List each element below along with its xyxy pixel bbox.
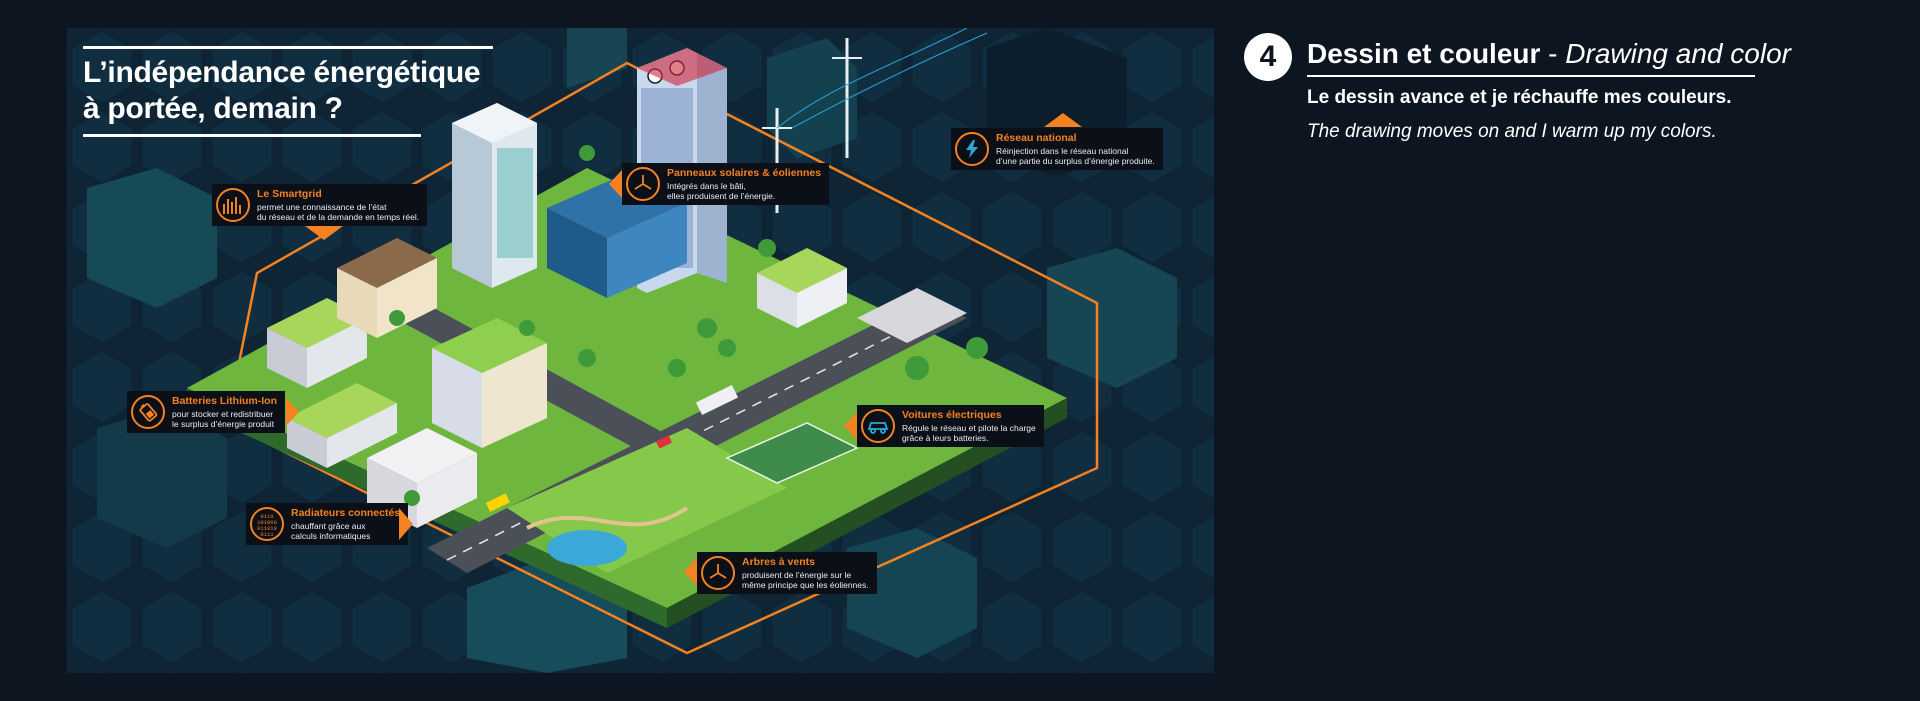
hero-title: L’indépendance énergétique à portée, dem… [83,46,493,127]
bar-chart-icon [216,188,250,222]
binary-line: 0111 [260,531,274,537]
callout-title: Réseau national [996,131,1077,144]
hero-title-line-2: à portée, demain ? [83,92,343,125]
callout-pointer [286,398,299,426]
callout-text: du réseau et de la demande en temps réel… [257,211,420,222]
callout-batteries: Batteries Lithium-Ion pour stocker et re… [127,391,286,433]
step-description-en: The drawing moves on and I warm up my co… [1307,121,1717,142]
callout-text: grâce à leurs batteries. [902,432,989,443]
callout-text: produisent de l’énergie sur le [742,569,852,580]
callout-text: pour stocker et redistribuer [172,408,274,419]
wind-turbine-icon [626,167,660,201]
callout-title: Panneaux solaires & éoliennes [667,166,822,179]
callout-pointer [305,226,343,240]
step-divider [1307,75,1755,77]
callout-title: Radiateurs connectés [291,506,401,519]
electric-car-icon [861,409,895,443]
callout-text: Régule le réseau et pilote la charge [902,422,1036,433]
binary-code-icon: 0110 101000 011010 0111 [250,507,284,541]
callout-electric-cars: Voitures électriques Régule le réseau et… [857,405,1044,447]
callout-smartgrid: Le Smartgrid permet une connaissance de … [212,184,428,226]
binary-line: 101000 [257,519,277,526]
callout-title: Voitures électriques [902,408,1002,421]
callout-national-grid: Réseau national Réinjection dans le rése… [951,128,1163,170]
callout-text: calculs informatiques [291,530,371,541]
callout-text: le surplus d’énergie produit [172,418,275,429]
callout-pointer [609,170,622,198]
callout-pointer [684,558,697,586]
callout-solar-wind: Panneaux solaires & éoliennes Intégrés d… [622,163,830,205]
battery-icon [131,395,165,429]
callout-text: chauffant grâce aux [291,520,366,531]
step-number-badge: 4 [1244,33,1292,81]
callout-title: Arbres à vents [742,555,815,568]
hero-title-line-1: L’indépendance énergétique [83,56,481,89]
step-title-separator: - [1540,38,1566,69]
hero-underline [83,134,421,137]
callout-pointer [844,412,857,440]
callout-title: Batteries Lithium-Ion [172,394,278,407]
step-heading: Dessin et couleur - Drawing and color [1307,37,1791,71]
callout-text: même principe que les éoliennes. [742,579,869,590]
binary-line: 011010 [257,525,277,532]
wind-turbine-icon [701,556,735,590]
step-title-fr: Dessin et couleur [1307,38,1541,69]
binary-line: 0110 [260,513,273,520]
callout-text: permet une connaissance de l’état [257,201,387,212]
callout-text: Réinjection dans le réseau national [996,145,1129,156]
callout-pointer [1044,113,1082,127]
callout-text: d’une partie du surplus d’énergie produi… [996,155,1155,166]
step-description-fr: Le dessin avance et je réchauffe mes cou… [1307,87,1732,108]
step-title-en: Drawing and color [1565,38,1791,69]
callout-text: elles produisent de l’énergie. [667,190,776,201]
callout-wind-trees: Arbres à vents produisent de l’énergie s… [697,552,877,594]
callout-connected-radiators: 0110 101000 011010 0111 Radiateurs conne… [246,503,409,545]
callout-pointer [399,508,413,540]
lightning-icon [955,132,989,166]
callout-text: Intégrés dans le bâti, [667,180,746,191]
callout-title: Le Smartgrid [257,187,322,200]
